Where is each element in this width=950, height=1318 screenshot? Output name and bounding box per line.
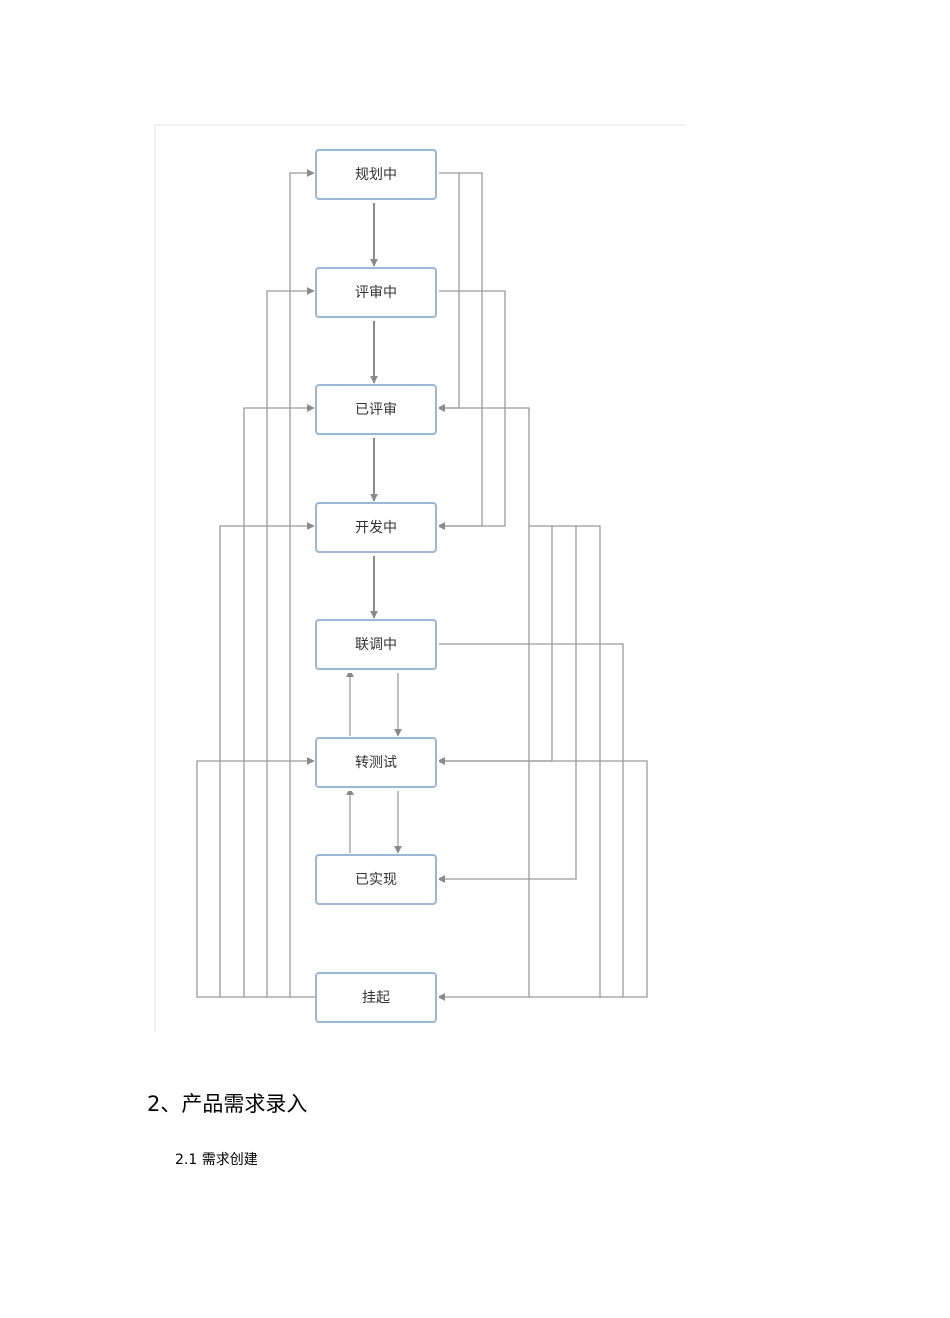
left-return-arrows (196, 169, 316, 998)
node-reviewing: 评审中 (315, 267, 439, 321)
node-developing: 开发中 (315, 502, 439, 556)
section-subheading: 2.1 需求创建 (175, 1152, 258, 1168)
node-integrating: 联调中 (315, 619, 439, 673)
state-flow-diagram: 规划中 评审中 已评审 开发中 联调中 转测试 已实现 挂起 (154, 124, 685, 1032)
arrow-planning-to-developing (437, 172, 483, 530)
svg-text:转测试: 转测试 (355, 755, 397, 771)
svg-text:已评审: 已评审 (355, 402, 397, 418)
arrow-suspended-to-testing (196, 757, 315, 998)
svg-text:规划中: 规划中 (355, 167, 397, 183)
arrow-suspended-to-reviewed (243, 404, 315, 998)
node-testing: 转测试 (315, 737, 439, 791)
arrow-integrating-to-suspended (436, 643, 624, 997)
arrow-suspended-from-reviewed (437, 404, 530, 997)
section-heading: 2、产品需求录入 (147, 1092, 308, 1116)
svg-text:评审中: 评审中 (355, 285, 397, 301)
svg-text:联调中: 联调中 (355, 637, 397, 653)
right-side-arrows (436, 172, 648, 1001)
node-reviewed: 已评审 (315, 384, 439, 438)
arrow-suspended-to-testing-right (437, 757, 648, 998)
arrow-suspended-to-reviewing (266, 287, 315, 998)
svg-text:已实现: 已实现 (355, 872, 397, 888)
test-loop-arrows (346, 669, 402, 854)
svg-text:挂起: 挂起 (362, 990, 390, 1006)
svg-text:开发中: 开发中 (355, 520, 397, 536)
arrow-developing-to-done (437, 525, 577, 883)
node-planning: 规划中 (315, 149, 439, 203)
node-done: 已实现 (315, 854, 439, 908)
arrow-suspended-to-planning (289, 169, 316, 998)
diagram-frame (154, 124, 685, 1032)
node-suspended: 挂起 (315, 972, 439, 1026)
